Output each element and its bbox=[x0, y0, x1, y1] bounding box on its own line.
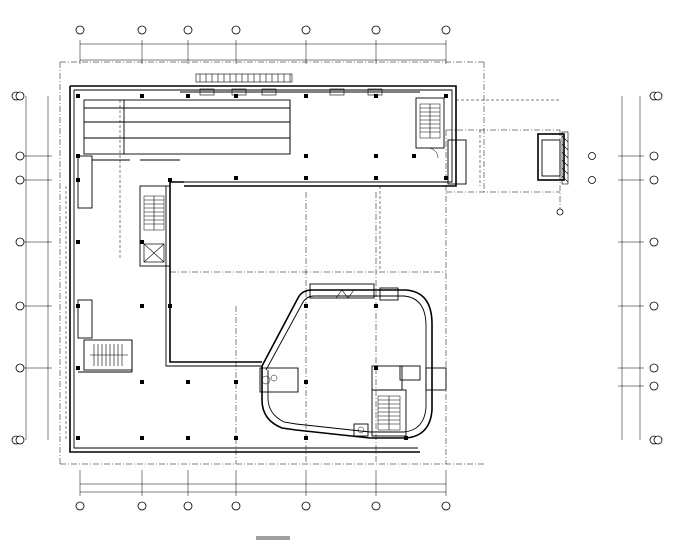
right-axis-bubbles bbox=[556, 91, 663, 445]
exterior-walls bbox=[69, 85, 457, 453]
axis-bubble bbox=[649, 91, 663, 101]
stair-core-center bbox=[139, 185, 171, 267]
stair-southeast bbox=[371, 389, 407, 437]
axis-bubble bbox=[649, 363, 659, 373]
axis-bubble bbox=[649, 151, 659, 161]
axis-bubble bbox=[183, 501, 193, 511]
top-axis-bubbles bbox=[75, 25, 451, 35]
axis-bubble bbox=[15, 237, 25, 247]
bottom-dimension-chain bbox=[79, 470, 447, 496]
axis-bubble bbox=[15, 175, 25, 185]
axis-bubble bbox=[649, 237, 659, 247]
axis-bubble bbox=[183, 25, 193, 35]
left-axis-bubbles bbox=[11, 91, 25, 445]
axis-bubble bbox=[441, 25, 451, 35]
right-dimension-chain bbox=[618, 96, 644, 440]
axis-bubble bbox=[15, 151, 25, 161]
bottom-axis-bubbles bbox=[75, 501, 451, 511]
axis-bubble bbox=[588, 176, 596, 184]
axis-bubble bbox=[371, 25, 381, 35]
axis-bubble bbox=[649, 381, 659, 391]
axis-bubble bbox=[137, 25, 147, 35]
axis-bubble bbox=[588, 152, 596, 160]
stair-northeast bbox=[415, 97, 445, 159]
stair-west bbox=[83, 339, 133, 371]
top-dimension-chain bbox=[79, 40, 447, 64]
left-dimension-chain bbox=[20, 96, 52, 440]
north-strip bbox=[83, 73, 420, 155]
structural-columns bbox=[76, 94, 448, 440]
axis-bubble bbox=[75, 25, 85, 35]
axis-bubble bbox=[441, 501, 451, 511]
axis-bubble bbox=[649, 435, 663, 445]
axis-bubble bbox=[75, 501, 85, 511]
axis-bubble bbox=[556, 208, 564, 216]
axis-bubble bbox=[11, 435, 25, 445]
axis-bubble bbox=[371, 501, 381, 511]
drawing-caption bbox=[256, 536, 290, 540]
grid-axis-lines bbox=[59, 61, 561, 465]
axis-bubble bbox=[11, 91, 25, 101]
axis-bubble bbox=[301, 25, 311, 35]
axis-bubble bbox=[301, 501, 311, 511]
axis-bubble bbox=[649, 301, 659, 311]
axis-bubble bbox=[649, 175, 659, 185]
axis-bubble bbox=[15, 301, 25, 311]
axis-bubble bbox=[137, 501, 147, 511]
axis-bubble bbox=[15, 363, 25, 373]
interior-partitions bbox=[65, 99, 569, 440]
axis-bubble bbox=[231, 25, 241, 35]
axis-bubble bbox=[231, 501, 241, 511]
